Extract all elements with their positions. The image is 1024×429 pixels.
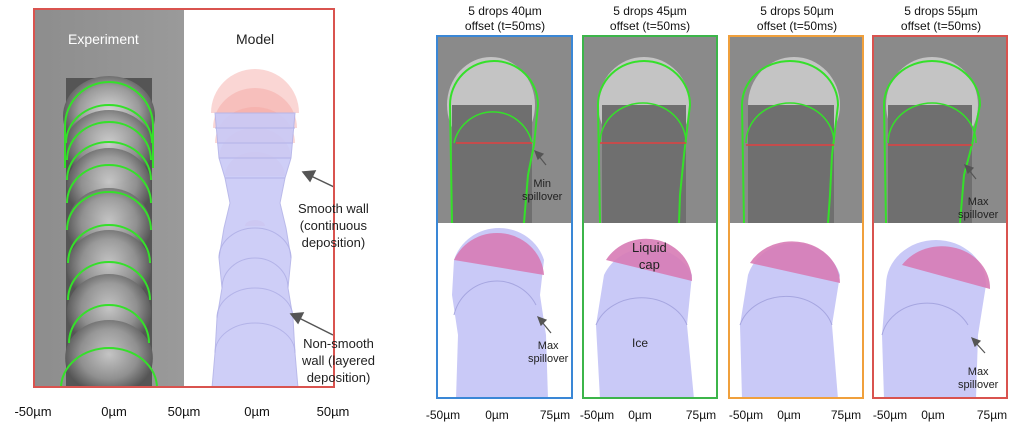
panel-1-tick-1: -50µm (425, 408, 461, 422)
panel-4-top-max-spillover: Max spillover (958, 196, 999, 221)
panel-4 (872, 35, 1008, 399)
left-tick-2: 0µm (101, 404, 127, 419)
panel-1-tick-2: 0µm (485, 408, 509, 422)
left-tick-3: 50µm (167, 404, 201, 419)
panel-1-title: 5 drops 40µm offset (t=50ms) (464, 4, 546, 33)
panel-3-tick-1: -50µm (728, 408, 764, 422)
panel-1-max-spillover: Max spillover (528, 340, 569, 365)
experiment-label: Experiment (68, 31, 139, 47)
left-panel-graphic (33, 8, 352, 396)
panel-2-tick-1: -50µm (579, 408, 615, 422)
panel-2 (582, 35, 718, 399)
left-tick-4: 0µm (244, 404, 270, 419)
panel-4-tick-3: 75µm (976, 408, 1008, 422)
experiment-contours (60, 81, 158, 389)
panel-3 (728, 35, 864, 399)
smooth-wall-label: Smooth wall (continuous deposition) (298, 201, 369, 250)
panel-3-title: 5 drops 50µm offset (t=50ms) (756, 4, 838, 33)
panel-2-title: 5 drops 45µm offset (t=50ms) (609, 4, 691, 33)
panel-3-tick-3: 75µm (830, 408, 862, 422)
panel-2-tick-2: 0µm (628, 408, 652, 422)
panel-2-liquid-cap: Liquid cap (632, 240, 667, 272)
panel-2-ice: Ice (632, 336, 649, 350)
model-label: Model (236, 31, 275, 47)
panel-1-min-spillover: Min spillover (522, 178, 563, 203)
panel-2-tick-3: 75µm (685, 408, 717, 422)
panel-3-tick-2: 0µm (777, 408, 801, 422)
panel-1-tick-3: 75µm (539, 408, 571, 422)
panel-4-title: 5 drops 55µm offset (t=50ms) (900, 4, 982, 33)
panel-4-bottom-max-spillover: Max spillover (958, 366, 999, 391)
left-panel (33, 8, 352, 396)
nonsmooth-wall-label: Non-smooth wall (layered deposition) (302, 336, 375, 385)
panel-4-tick-1: -50µm (872, 408, 908, 422)
model-ice-column (211, 112, 299, 389)
left-tick-5: 50µm (316, 404, 350, 419)
panel-1 (436, 35, 573, 399)
panel-4-tick-2: 0µm (921, 408, 945, 422)
left-tick-1: -50µm (14, 404, 52, 419)
